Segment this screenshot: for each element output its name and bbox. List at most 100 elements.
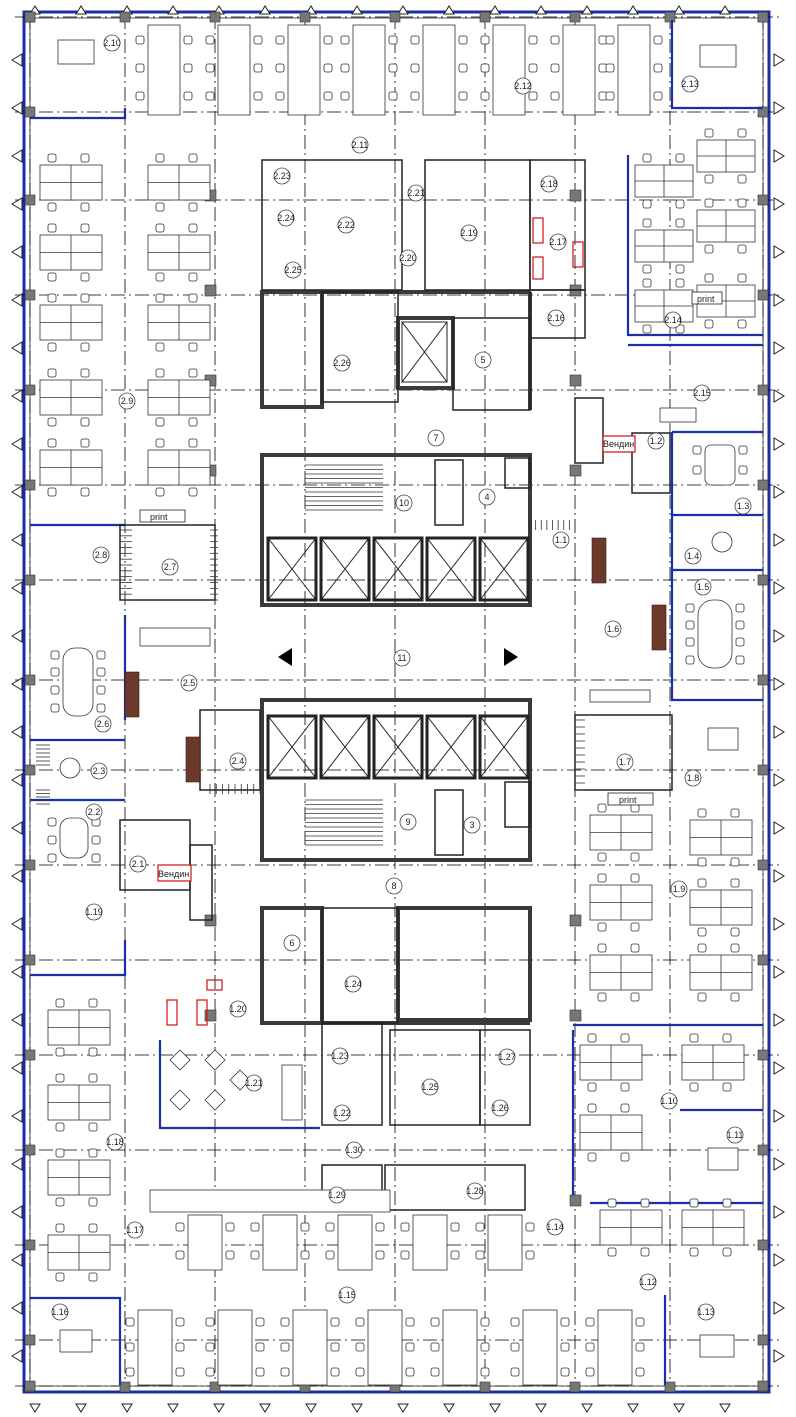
column [757,194,769,206]
column [119,1381,131,1393]
chair [587,1103,597,1113]
chair [405,1342,415,1352]
chair [388,35,398,45]
label-circle [106,1133,124,1151]
label-circle [552,531,570,549]
chair [47,272,57,282]
chair [155,417,165,427]
room-number: 2.21 [407,188,425,198]
chair [635,1317,645,1327]
chair [410,35,420,45]
chair [80,223,90,233]
chair [704,319,714,329]
chair [80,153,90,163]
chair [737,174,747,184]
chair [528,35,538,45]
room-label-8: 8 [385,877,403,895]
chair [605,35,615,45]
room-number: 10 [399,498,409,508]
room-label-1-2: 1.2 [647,432,665,450]
chair [400,1250,410,1260]
label-circle [393,649,411,667]
marker-triangle [11,821,23,835]
marker-triangle [11,1205,23,1219]
chair [50,650,60,660]
elevator-shaft [266,714,318,780]
chair [88,1122,98,1132]
chair [737,319,747,329]
label-circle [734,497,752,515]
room-label-1-8: 1.8 [684,769,702,787]
chair [410,63,420,73]
chair [620,1033,630,1043]
chair [689,1033,699,1043]
vending-label: Вендин [158,869,189,879]
chair [225,1222,235,1232]
chair [183,35,193,45]
meeting-table [697,599,733,669]
column [757,674,769,686]
room-label-2-23: 2.23 [273,167,291,185]
marker-triangle [167,5,179,15]
room-label-2-2: 2.2 [85,803,103,821]
column [24,1239,36,1251]
chair [525,1222,535,1232]
print-label: print [619,795,637,805]
label-circle [498,1048,516,1066]
chair [620,1103,630,1113]
room-number: 1.21 [245,1078,263,1088]
chair [630,852,640,862]
chair [155,342,165,352]
room-number: 1.8 [687,773,700,783]
room-number: 2.14 [664,315,682,325]
chair [480,35,490,45]
chair [175,1317,185,1327]
column [24,1334,36,1346]
elevator-cross [373,537,423,601]
room-number: 1.22 [333,1108,351,1118]
desk [699,1334,735,1358]
room-label-2-14: 2.14 [664,311,682,329]
room-number: 5 [480,355,485,365]
desk [412,1214,448,1271]
chair [155,293,165,303]
room-number: 2.13 [681,79,699,89]
desk [699,44,737,68]
label-circle [180,674,198,692]
marker-triangle [11,197,23,211]
elevator-shaft [425,536,477,602]
marker-triangle [773,1349,785,1363]
marker-triangle [443,5,455,15]
room-label-1-23: 1.23 [331,1047,349,1065]
chair [80,342,90,352]
chair [55,1148,65,1158]
chair [450,1222,460,1232]
room-number: 1.26 [491,1103,509,1113]
chair [635,1367,645,1377]
room-number: 1.14 [546,1222,564,1232]
marker-triangle [773,53,785,67]
label-circle [421,1078,439,1096]
room-number: 1.23 [331,1051,349,1061]
chair [607,1247,617,1257]
chair [458,35,468,45]
marker-triangle [627,5,639,15]
chair [55,1073,65,1083]
column [757,1144,769,1156]
column [664,11,676,23]
marker-triangle [11,1061,23,1075]
chair [183,63,193,73]
room-number: 1.1 [555,535,568,545]
chair [692,445,702,455]
marker-triangle [11,869,23,883]
round-table [711,531,733,553]
arrow-right-icon [504,648,518,666]
label-circle [277,209,295,227]
chair [47,487,57,497]
chair [205,35,215,45]
room-label-1-13: 1.13 [697,1303,715,1321]
marker-triangle [719,5,731,15]
label-circle [670,880,688,898]
room-label-7: 7 [427,429,445,447]
chair [55,1197,65,1207]
